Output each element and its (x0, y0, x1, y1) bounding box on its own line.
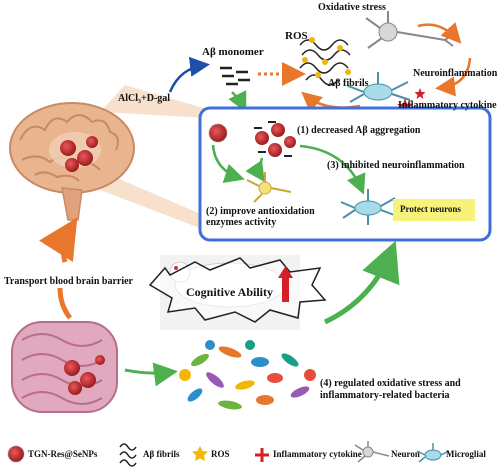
gut-brain-cycle-arrow (323, 240, 400, 325)
bbb-arrow-stem (57, 287, 73, 320)
step2-label: (2) improve antioxidation enzymes activi… (206, 206, 315, 228)
legend-ros-icon (192, 446, 208, 461)
antioxidation-arrow (211, 144, 245, 183)
cognitive-up-arrow-head (278, 266, 293, 278)
legend-nps-icon (7, 445, 25, 463)
aggregation-cluster (254, 121, 296, 157)
legend-neuron-label: Neuron (391, 449, 420, 459)
monomer-green-arrow (228, 90, 247, 113)
step1-label: (1) decreased Aβ aggregation (297, 125, 421, 136)
neuroinflammation-inhibit-arrow (299, 144, 366, 195)
bbb-arrow-up (39, 217, 78, 263)
gut-to-bacteria-arrow (124, 362, 178, 387)
ab-fibrils-label: Aβ fibrils (328, 78, 369, 89)
ab-monomer-dashes (220, 66, 250, 86)
cognitive-ability-label: Cognitive Ability (186, 285, 274, 299)
intestine-nanoparticles (64, 355, 105, 395)
legend-microglial-icon (416, 443, 450, 463)
inflammatory-cytokine-label: Inflammatory cytokine (398, 100, 497, 111)
protect-neurons-badge (393, 199, 475, 221)
step3-label: (3) inhibited neuroinflammation (327, 160, 465, 171)
neuron-top (365, 11, 454, 49)
oxidative-stress-label: Oxidative stress (318, 2, 386, 13)
focus-rays (100, 85, 210, 232)
legend-fibrils-icon (119, 443, 137, 467)
cytokine-stars-top (397, 88, 426, 114)
cognitive-up-arrow-shaft (282, 276, 289, 302)
microglia-top (347, 72, 411, 103)
legend-cytokine-icon (255, 448, 269, 462)
ab-monomer-label: Aβ monomer (202, 46, 264, 58)
legend-neuron-icon (354, 441, 390, 463)
legend-fibrils-label: Aβ fibrils (143, 449, 180, 459)
legend-nps-label: TGN-Res@SeNPs (28, 449, 98, 459)
ros-label: ROS (285, 30, 308, 42)
microglia-box (340, 189, 398, 225)
induction-arrow (168, 56, 210, 93)
bacteria-cluster (179, 340, 316, 410)
neuroinflammation-arrow (435, 57, 472, 97)
box-nanoparticle (208, 123, 228, 143)
legend-cytokine-label: Inflammatory cytokine (273, 449, 362, 459)
neuron-damage-arrow (417, 22, 462, 44)
cluster-to-neuron-arrow (245, 157, 265, 183)
transport-bbb-label: Transport blood brain barrier (4, 276, 133, 287)
legend-ros-label: ROS (211, 449, 230, 459)
step4-label: (4) regulated oxidative stress and infla… (320, 378, 461, 401)
brain-nanoparticles (60, 136, 98, 172)
legend-microglial-label: Microglial (446, 449, 486, 459)
protect-neurons-label: Protect neurons (400, 204, 461, 214)
neuroinflammation-label: Neuroinflammation (413, 68, 498, 79)
alcl3-dgal-label: AlCl₃+D-gal (118, 93, 171, 104)
neuron-box (246, 172, 292, 203)
ros-fibrils-cluster (299, 37, 351, 86)
